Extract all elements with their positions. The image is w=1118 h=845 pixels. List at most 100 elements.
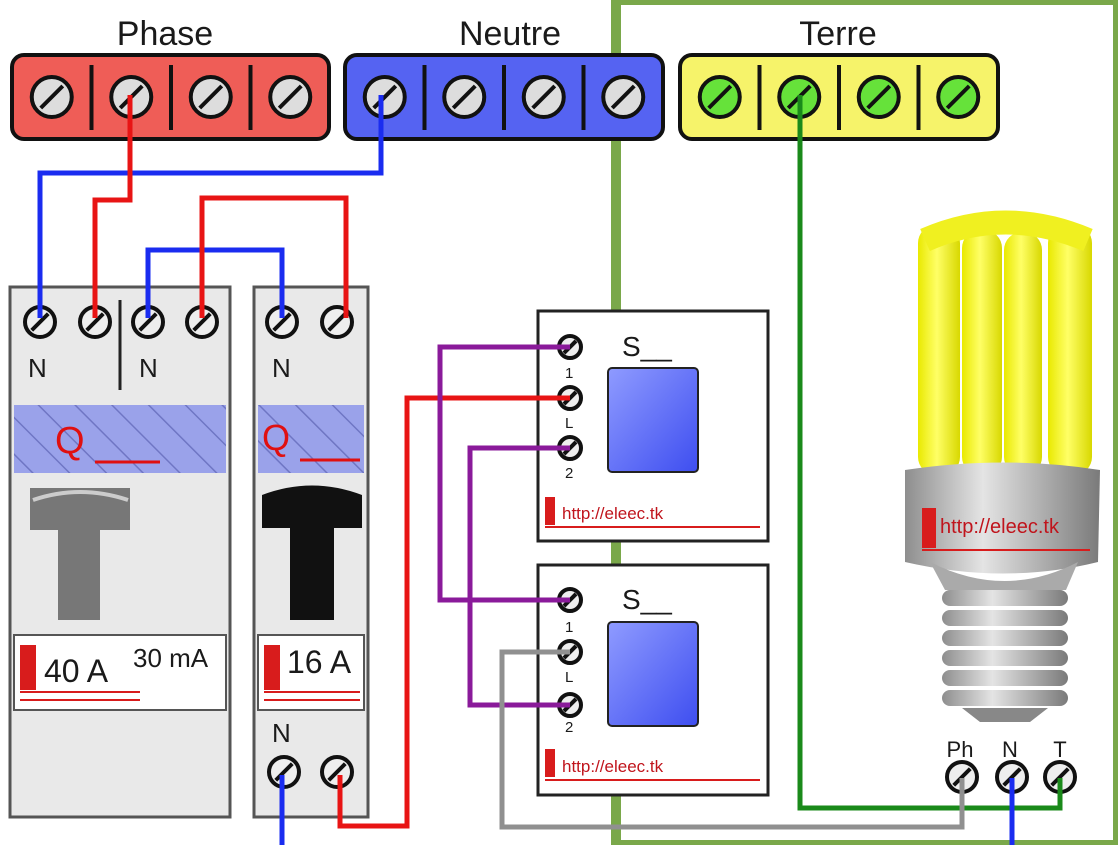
terre-bar-screw-slot [945,84,971,110]
lamp-terminal-screw [945,760,979,794]
terre-bar-screw [936,75,981,119]
switch-bottom-term-l: L [565,669,573,686]
wire-earth [797,95,1063,811]
switch-top-label: S__ [622,331,672,362]
breaker-16a-screw-bottom-slot [274,762,294,782]
terre-bar-screw-slot [707,84,733,110]
wires [37,95,1063,845]
breaker-differential-screw [78,305,112,339]
switch-top-mark [545,497,555,525]
phase-bar-screw [188,75,233,119]
breaker-16a-rating: 16 A [287,644,352,680]
wire-neutral-bridge [145,247,285,318]
breaker-differential-screw-slot [30,312,50,332]
switch-top-screw [557,385,583,411]
wire-traveler-2 [467,445,570,708]
lamp-tubes [918,210,1093,475]
breaker-16a-id: Q [262,417,290,458]
lamp-terminal-ph-label: Ph [947,737,974,762]
lamp-mark [922,508,936,548]
phase-bar-screw-slot [39,84,65,110]
neutre-bar-screw [362,75,407,119]
breaker-differential-n-label-1: N [28,353,47,383]
breaker-16a-n-label-top: N [272,353,291,383]
lamp-thread [942,590,1068,606]
lamp-terminal-screw-slot [952,767,972,787]
breaker-16a-screw-slot [327,312,347,332]
cfl-lamp: http://eleec.tk Ph N T [905,210,1100,794]
phase-bar-screw [268,75,313,119]
lamp-thread [942,630,1068,646]
phase-title: Phase [117,15,213,53]
lamp-tip [962,708,1048,722]
lamp-tube-arc [920,210,1093,252]
neutre-bar-screw-slot [372,84,398,110]
wire-return-to-lamp [499,649,965,830]
lamp-thread [942,670,1068,686]
switch-top-rocker[interactable] [607,367,699,473]
switch-bottom-rocker[interactable] [607,621,699,727]
terre-bar-terminals [697,65,981,130]
breaker-16a-mark [264,645,280,690]
breaker-16a-window [258,405,364,473]
phase-bar: Phase [10,15,331,141]
breaker-differential-toggle[interactable] [30,488,130,620]
breaker-differential-screw-slot [85,312,105,332]
neutre-bar-terminals [362,65,646,130]
breaker-differential-screw-slot [138,312,158,332]
switch-bottom-label: S__ [622,584,672,615]
switch-top-term-l: L [565,415,573,432]
switch-top-term-1: 1 [565,365,573,382]
lamp-terminals [945,760,1077,794]
lamp-terminal-screw-slot [1002,767,1022,787]
breaker-16a: Q 16 A N N [252,285,370,819]
lamp-tube-1 [918,225,960,475]
phase-bar-screw [29,75,74,119]
terre-bar: Terre [678,15,1000,141]
breaker-differential-terminals [23,305,219,339]
switch-top: S__ 1 L 2 http://eleec.tk [536,309,770,543]
breaker-16a-toggle[interactable] [262,485,362,621]
breaker-16a-screw [265,305,299,339]
breaker-16a-screw-bottom [320,755,354,789]
wire-phase-to-switch [337,395,570,829]
breaker-differential-mark [20,645,36,690]
wire-neutral-supply [37,95,384,318]
lamp-ballast [905,462,1100,574]
breaker-differential-rating-panel [13,634,227,711]
terre-bar-screw [697,75,742,119]
switch-top-term-2: 2 [565,465,573,482]
lamp-screw-base [942,590,1068,722]
lamp-thread [942,690,1068,706]
switch-top-url: http://eleec.tk [562,504,664,523]
switch-bottom-term-2: 2 [565,719,573,736]
neutre-bar-screw-slot [531,84,557,110]
neutre-bar-screw [601,75,646,119]
breaker-16a-screw-slot [272,312,292,332]
lamp-tube-2 [962,230,1002,475]
neutre-bar-screw-slot [610,84,636,110]
neutre-bar-screw [442,75,487,119]
lamp-terminal-n-label: N [1002,737,1018,762]
terre-bar-screw [856,75,901,119]
lamp-terminal-screw-slot [1050,767,1070,787]
switch-bottom-mark [545,749,555,777]
wire-traveler-1 [437,344,570,603]
neutre-bar: Neutre [343,15,665,141]
breaker-differential-rating: 40 A [44,653,109,689]
lamp-tube-4 [1048,225,1092,475]
breaker-differential-id: Q [55,420,85,462]
breaker-16a-n-label-bottom: N [272,718,291,748]
breaker-differential-n-label-2: N [139,353,158,383]
switch-bottom-url: http://eleec.tk [562,757,664,776]
terre-bar-screw-slot [866,84,892,110]
breaker-differential-sensitivity: 30 mA [133,643,209,673]
wire-phase-supply [92,95,133,318]
lamp-neck [930,562,1078,590]
phase-bar-terminals [29,65,313,130]
breaker-differential: Q 40 A 30 mA N N [8,285,232,819]
phase-bar-screw-slot [277,84,303,110]
lamp-terminal-t-label: T [1053,737,1066,762]
lamp-url: http://eleec.tk [940,516,1060,538]
